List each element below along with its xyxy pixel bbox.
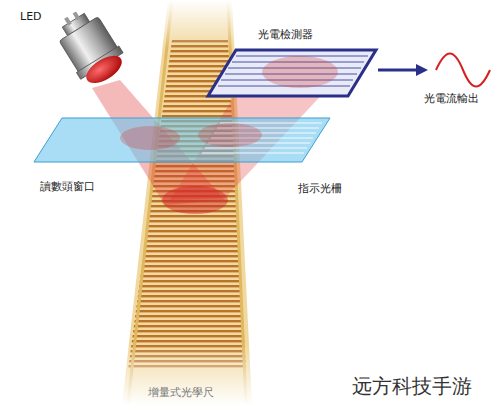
scale-label: 增量式光學尺 [148, 386, 214, 399]
sine-wave [436, 54, 490, 87]
reading-window [34, 118, 330, 162]
watermark: 远方科技手游 [352, 374, 472, 398]
beam-spot [120, 126, 180, 150]
detector-spot [262, 56, 338, 88]
window-label: 讀數頭窗口 [40, 180, 95, 193]
output-arrowhead [416, 64, 428, 76]
output-label: 光電流輸出 [424, 92, 479, 105]
led-label: LED [20, 10, 42, 23]
led-symbol [49, 2, 131, 91]
grating-label: 指示光柵 [298, 182, 342, 195]
beam-spot [198, 123, 262, 147]
photodetector [208, 50, 376, 96]
light-spot [162, 186, 228, 214]
detector-label: 光電檢測器 [258, 28, 313, 41]
output-arrow [378, 69, 418, 72]
